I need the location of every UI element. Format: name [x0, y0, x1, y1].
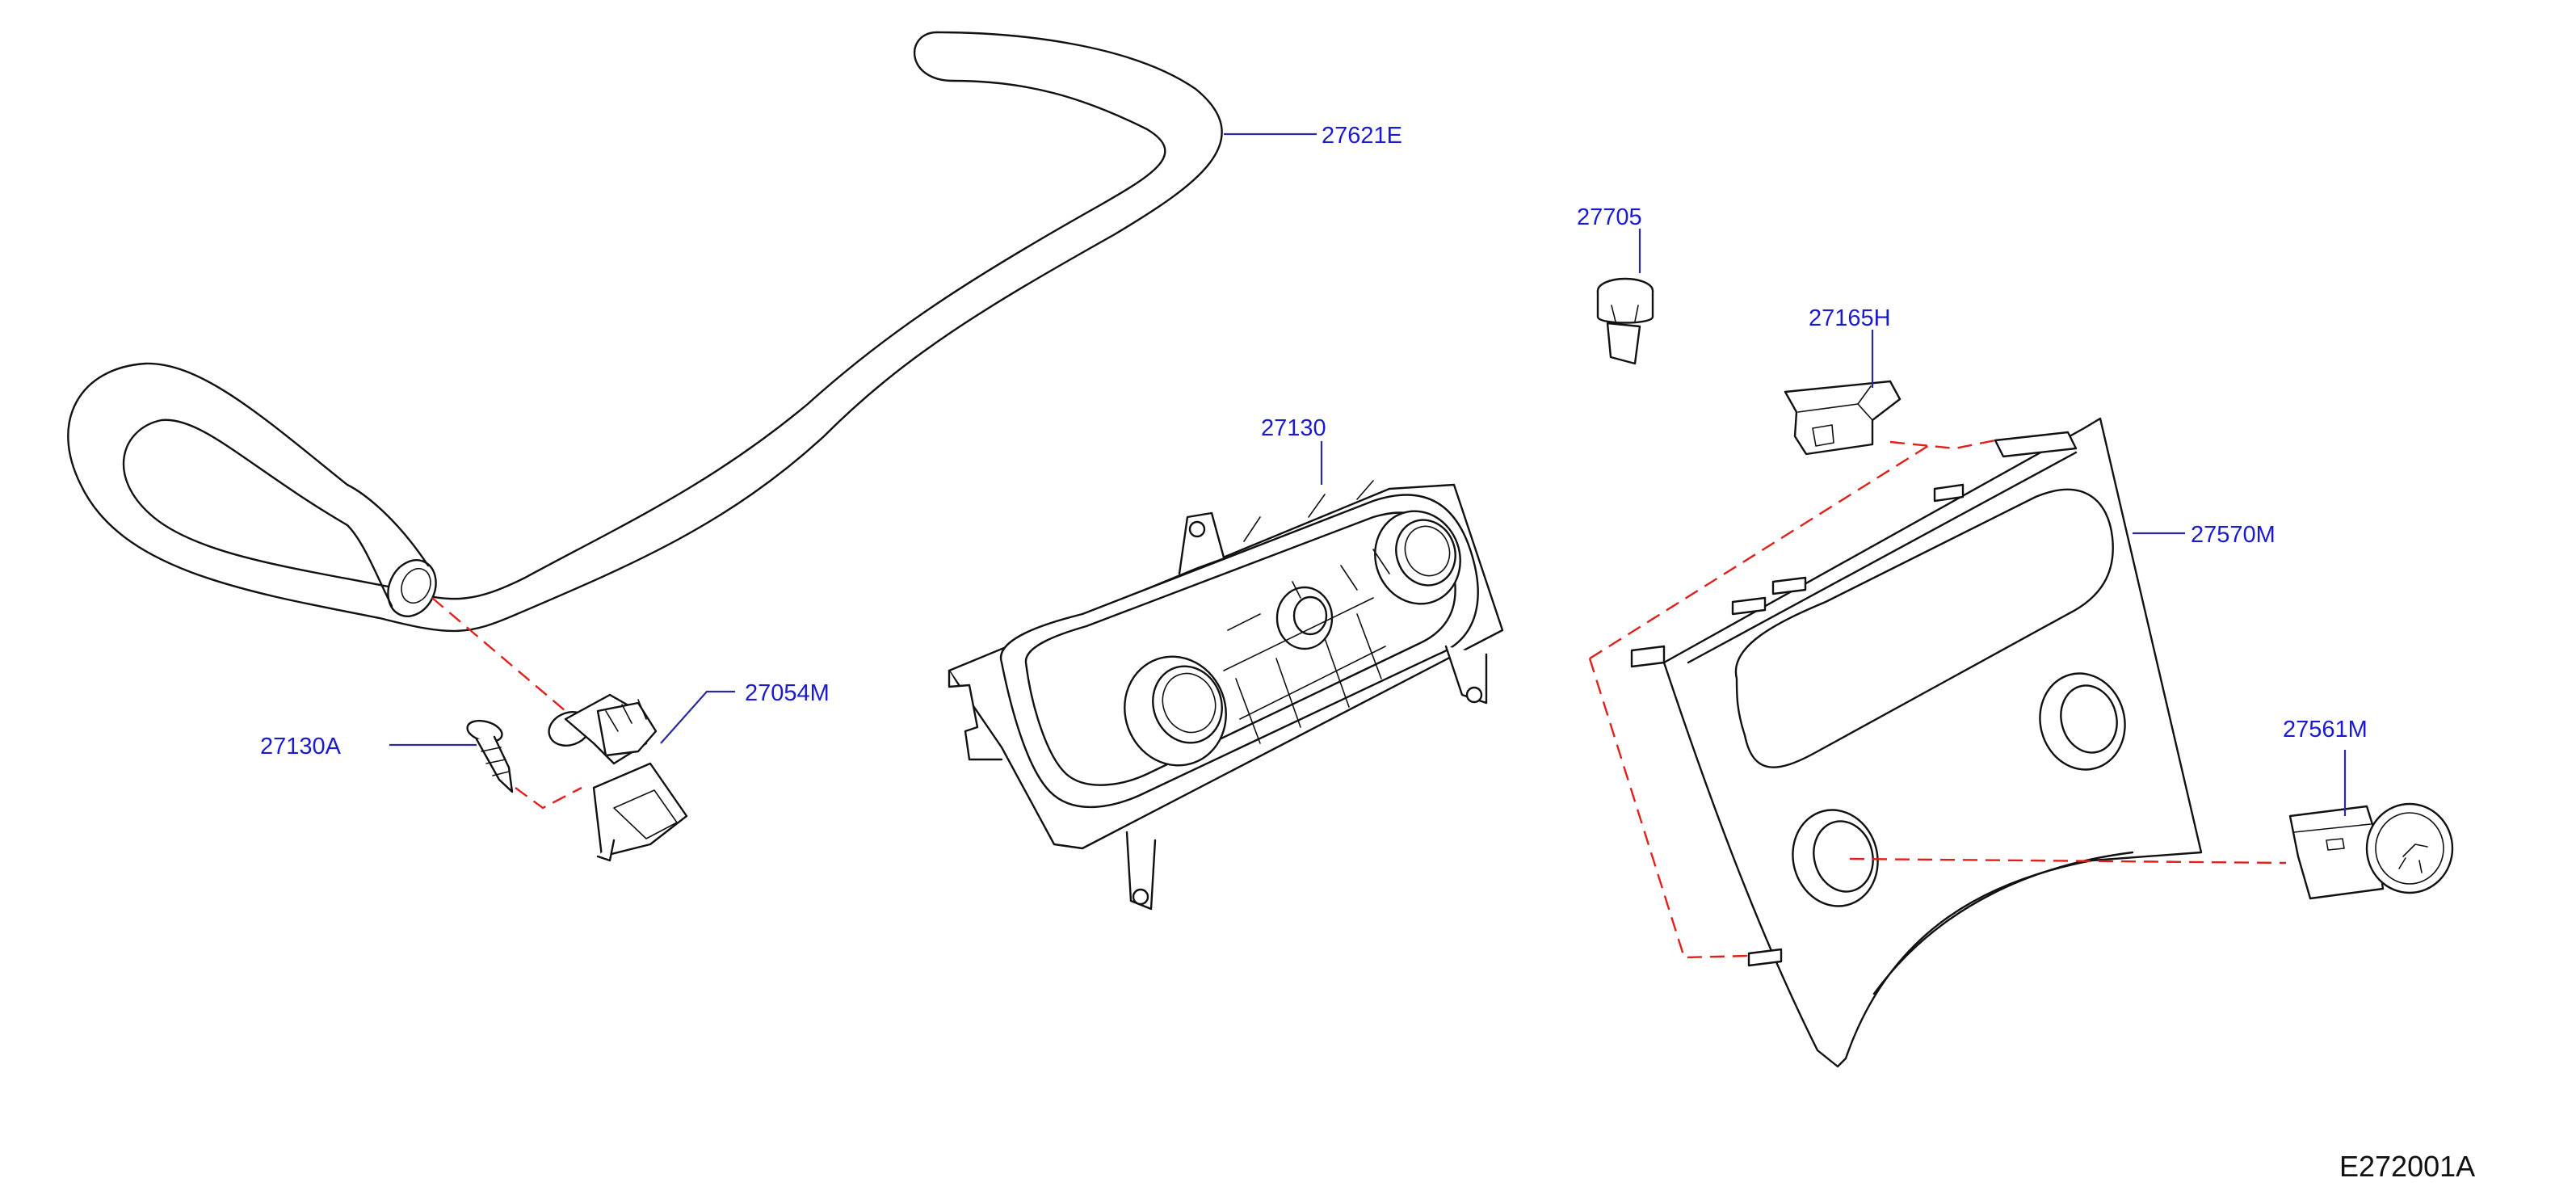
diagram-code: E272001A — [2339, 1150, 2475, 1183]
hose-27621e[interactable] — [67, 31, 1223, 633]
clip-27165h[interactable] — [1784, 380, 1902, 456]
label-27130a[interactable]: 27130A — [260, 734, 342, 759]
label-27705[interactable]: 27705 — [1577, 204, 1642, 230]
label-27165h[interactable]: 27165H — [1809, 305, 1891, 331]
label-27054m[interactable]: 27054M — [745, 680, 830, 706]
screw-27130a[interactable] — [465, 717, 514, 793]
aspirator-27054m[interactable] — [544, 693, 688, 862]
label-27561m[interactable]: 27561M — [2283, 717, 2368, 743]
label-27570m[interactable]: 27570M — [2191, 522, 2276, 548]
leader-lines — [389, 133, 2347, 816]
label-27621e[interactable]: 27621E — [1322, 123, 1402, 149]
finisher-panel-27570m[interactable] — [1630, 417, 2203, 1068]
label-27130[interactable]: 27130 — [1261, 415, 1326, 441]
switch-27561m[interactable] — [2288, 802, 2454, 900]
part-labels: 27621E 27705 27165H 27130 27570M 27054M … — [260, 123, 2368, 759]
control-unit-27130[interactable] — [948, 480, 1504, 911]
knob-27705[interactable] — [1596, 277, 1654, 365]
assembly-guides — [431, 439, 2287, 959]
